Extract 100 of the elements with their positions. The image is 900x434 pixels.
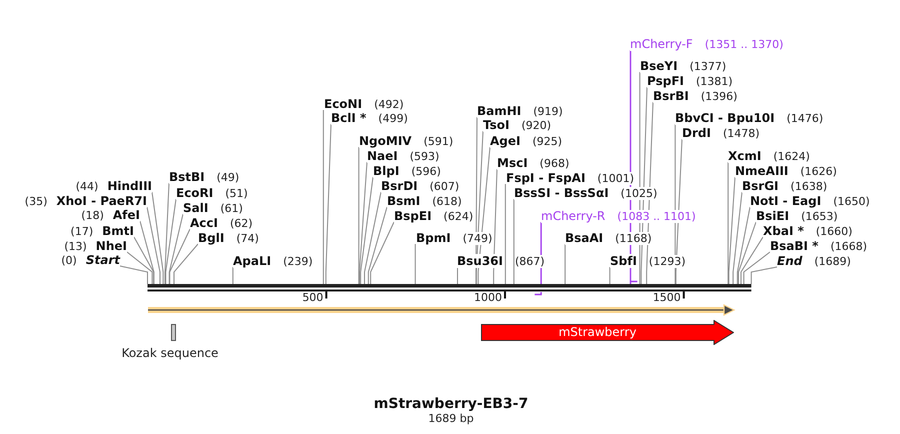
leader-line	[750, 266, 778, 284]
position-number: (749)	[462, 232, 492, 245]
sequence-end-label: End	[777, 254, 802, 268]
enzyme-name: BspEI	[394, 209, 432, 223]
position-number: (968)	[540, 157, 570, 170]
enzyme-name: HindIII	[107, 179, 152, 193]
position-number: (61)	[220, 202, 243, 215]
position-number: (867)	[515, 255, 545, 268]
enzyme-name: NotI - EagI	[750, 194, 822, 208]
leader-line	[134, 236, 154, 284]
position-number: (1001)	[597, 172, 634, 185]
position-number: (44)	[76, 180, 98, 193]
position-number: (919)	[533, 105, 563, 118]
primer-name: mCherry-F	[630, 37, 693, 51]
leader-line	[152, 192, 164, 284]
enzyme-name: NmeAIII	[735, 164, 788, 178]
leader-line	[169, 228, 190, 284]
leader-line	[414, 244, 416, 284]
enzyme-name: BbvCI - Bpu10I	[675, 111, 775, 125]
leader-line	[126, 252, 153, 284]
position-number: (1626)	[800, 165, 837, 178]
enzyme-name: BsrDI	[381, 179, 418, 193]
enzyme-name: BsiEI	[756, 209, 790, 223]
enzyme-name: DrdI	[682, 126, 711, 140]
position-number: (0)	[61, 254, 77, 267]
leader-line	[743, 252, 770, 284]
position-number: (1168)	[615, 232, 652, 245]
enzyme-name: XhoI - PaeR7I	[56, 194, 147, 208]
leader-line	[740, 236, 764, 284]
position-number: (1396)	[700, 90, 738, 103]
position-number: (591)	[424, 135, 454, 148]
position-number: (593)	[410, 150, 440, 163]
leader-line	[493, 168, 498, 284]
position-number: (62)	[230, 217, 253, 230]
position-number: (35)	[24, 195, 48, 208]
position-number: (1293)	[648, 255, 686, 268]
leader-line	[364, 192, 382, 284]
leader-line	[359, 162, 368, 284]
leader-line	[728, 162, 729, 284]
leader-line	[165, 198, 176, 284]
enzyme-name: FspI - FspAI	[506, 171, 586, 185]
leader-line	[368, 206, 388, 284]
position-number: (1476)	[786, 112, 824, 125]
leader-line	[322, 110, 324, 284]
leader-line	[732, 192, 742, 284]
leader-line	[504, 184, 506, 284]
enzyme-name: SalI	[183, 201, 208, 215]
primer-range: (1083 .. 1101)	[617, 210, 696, 223]
position-number: (74)	[236, 232, 259, 245]
position-number: (1025)	[620, 187, 658, 200]
enzyme-name: BssSI - BssSαI	[514, 186, 609, 200]
leader-line	[457, 266, 458, 284]
enzyme-name: BamHI	[477, 104, 522, 118]
position-number: (17)	[70, 225, 94, 238]
feature-label: Kozak sequence	[122, 346, 218, 360]
leader-line	[736, 206, 750, 284]
enzyme-name: NaeI	[367, 149, 398, 163]
tick-label: 1000	[474, 291, 502, 304]
position-number: (499)	[378, 112, 408, 125]
enzyme-name: BstBI	[169, 170, 205, 184]
position-number: (596)	[411, 165, 441, 178]
position-number: (13)	[64, 240, 87, 253]
leader-line	[360, 176, 374, 284]
leader-line	[513, 198, 514, 284]
position-number: (51)	[225, 187, 248, 200]
position-number: (1638)	[790, 180, 828, 193]
enzyme-name: XbaI *	[763, 224, 804, 238]
enzyme-name: BsrGI	[742, 179, 779, 193]
map-title: mStrawberry-EB3-7	[374, 396, 528, 413]
enzyme-name: BsaAI	[565, 231, 604, 245]
primer-name: mCherry-R	[541, 209, 606, 223]
leader-line	[232, 266, 234, 284]
enzyme-name: BlpI	[373, 164, 400, 178]
leader-line	[146, 206, 160, 284]
enzyme-name: BglI	[198, 231, 224, 245]
enzyme-name: ApaLI	[233, 254, 272, 268]
position-number: (1650)	[833, 195, 870, 208]
leader-line	[174, 244, 198, 284]
position-number: (1689)	[814, 255, 851, 268]
leader-line	[370, 222, 394, 284]
enzyme-name: BsrBI	[653, 89, 689, 103]
enzyme-name: BsmI	[387, 194, 420, 208]
position-number: (18)	[81, 209, 104, 222]
position-number: (624)	[444, 210, 474, 223]
enzyme-name: XcmI	[728, 149, 762, 163]
position-number: (239)	[283, 255, 313, 268]
enzyme-name: AgeI	[490, 134, 520, 148]
leader-line	[120, 266, 148, 284]
leader-line	[140, 220, 154, 284]
position-number: (607)	[430, 180, 460, 193]
enzyme-name: MscI	[497, 156, 528, 170]
position-number: (1653)	[801, 210, 838, 223]
enzyme-name: EcoRI	[176, 186, 214, 200]
sequence-end-label: Start	[86, 253, 120, 267]
position-number: (49)	[216, 171, 240, 184]
enzyme-name: BpmI	[416, 231, 451, 245]
position-number: (1478)	[722, 127, 760, 140]
enzyme-name: AfeI	[112, 208, 140, 222]
leader-line	[325, 124, 332, 284]
position-number: (925)	[532, 135, 562, 148]
